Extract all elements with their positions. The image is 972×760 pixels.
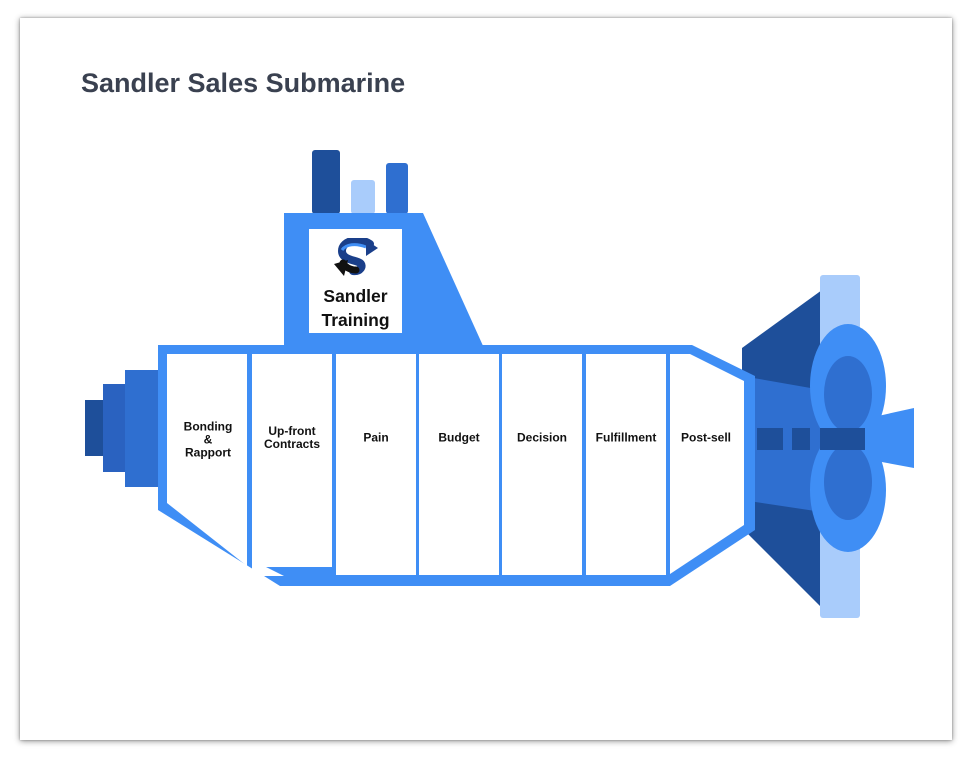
tail-step-outer [85,400,107,456]
compartment-decision [502,354,582,575]
compartment-pain [336,354,416,575]
tail-step-inner [125,370,160,487]
mast-center [351,180,375,214]
tail-step-middle [103,384,129,472]
sandler-logo: Sandler Training [309,229,402,333]
logo-text-line1: Sandler [323,286,388,306]
mast-right [386,163,408,214]
propeller-blade-top-inner [824,356,872,432]
shaft-bar-2 [792,428,810,450]
stage-label-fulfillment: Fulfillment [595,430,657,445]
stage-label-decision: Decision [516,430,567,445]
compartment-postsell [670,354,744,574]
compartment-fulfillment [586,354,666,575]
compartment-upfront-corner [252,560,284,576]
compartment-bonding [167,354,247,566]
stage-label-pain: Pain [363,430,389,445]
stage-label-budget: Budget [438,430,480,445]
compartment-upfront [252,354,332,567]
stage-label-upfront-contracts: Up-front Contracts [263,424,320,451]
stage-label-bonding: Bonding & Rapport [183,419,233,460]
shaft-bar-3 [820,428,865,450]
stage-label-post-sell: Post-sell [680,430,731,445]
mast-left [312,150,340,214]
page-title: Sandler Sales Submarine [81,68,406,98]
compartment-budget [419,354,499,575]
logo-text-line2: Training [321,310,390,330]
sandler-s-arrows-icon [333,238,378,276]
propeller-blade-bottom-inner [824,444,872,520]
shaft-bar-1 [757,428,783,450]
